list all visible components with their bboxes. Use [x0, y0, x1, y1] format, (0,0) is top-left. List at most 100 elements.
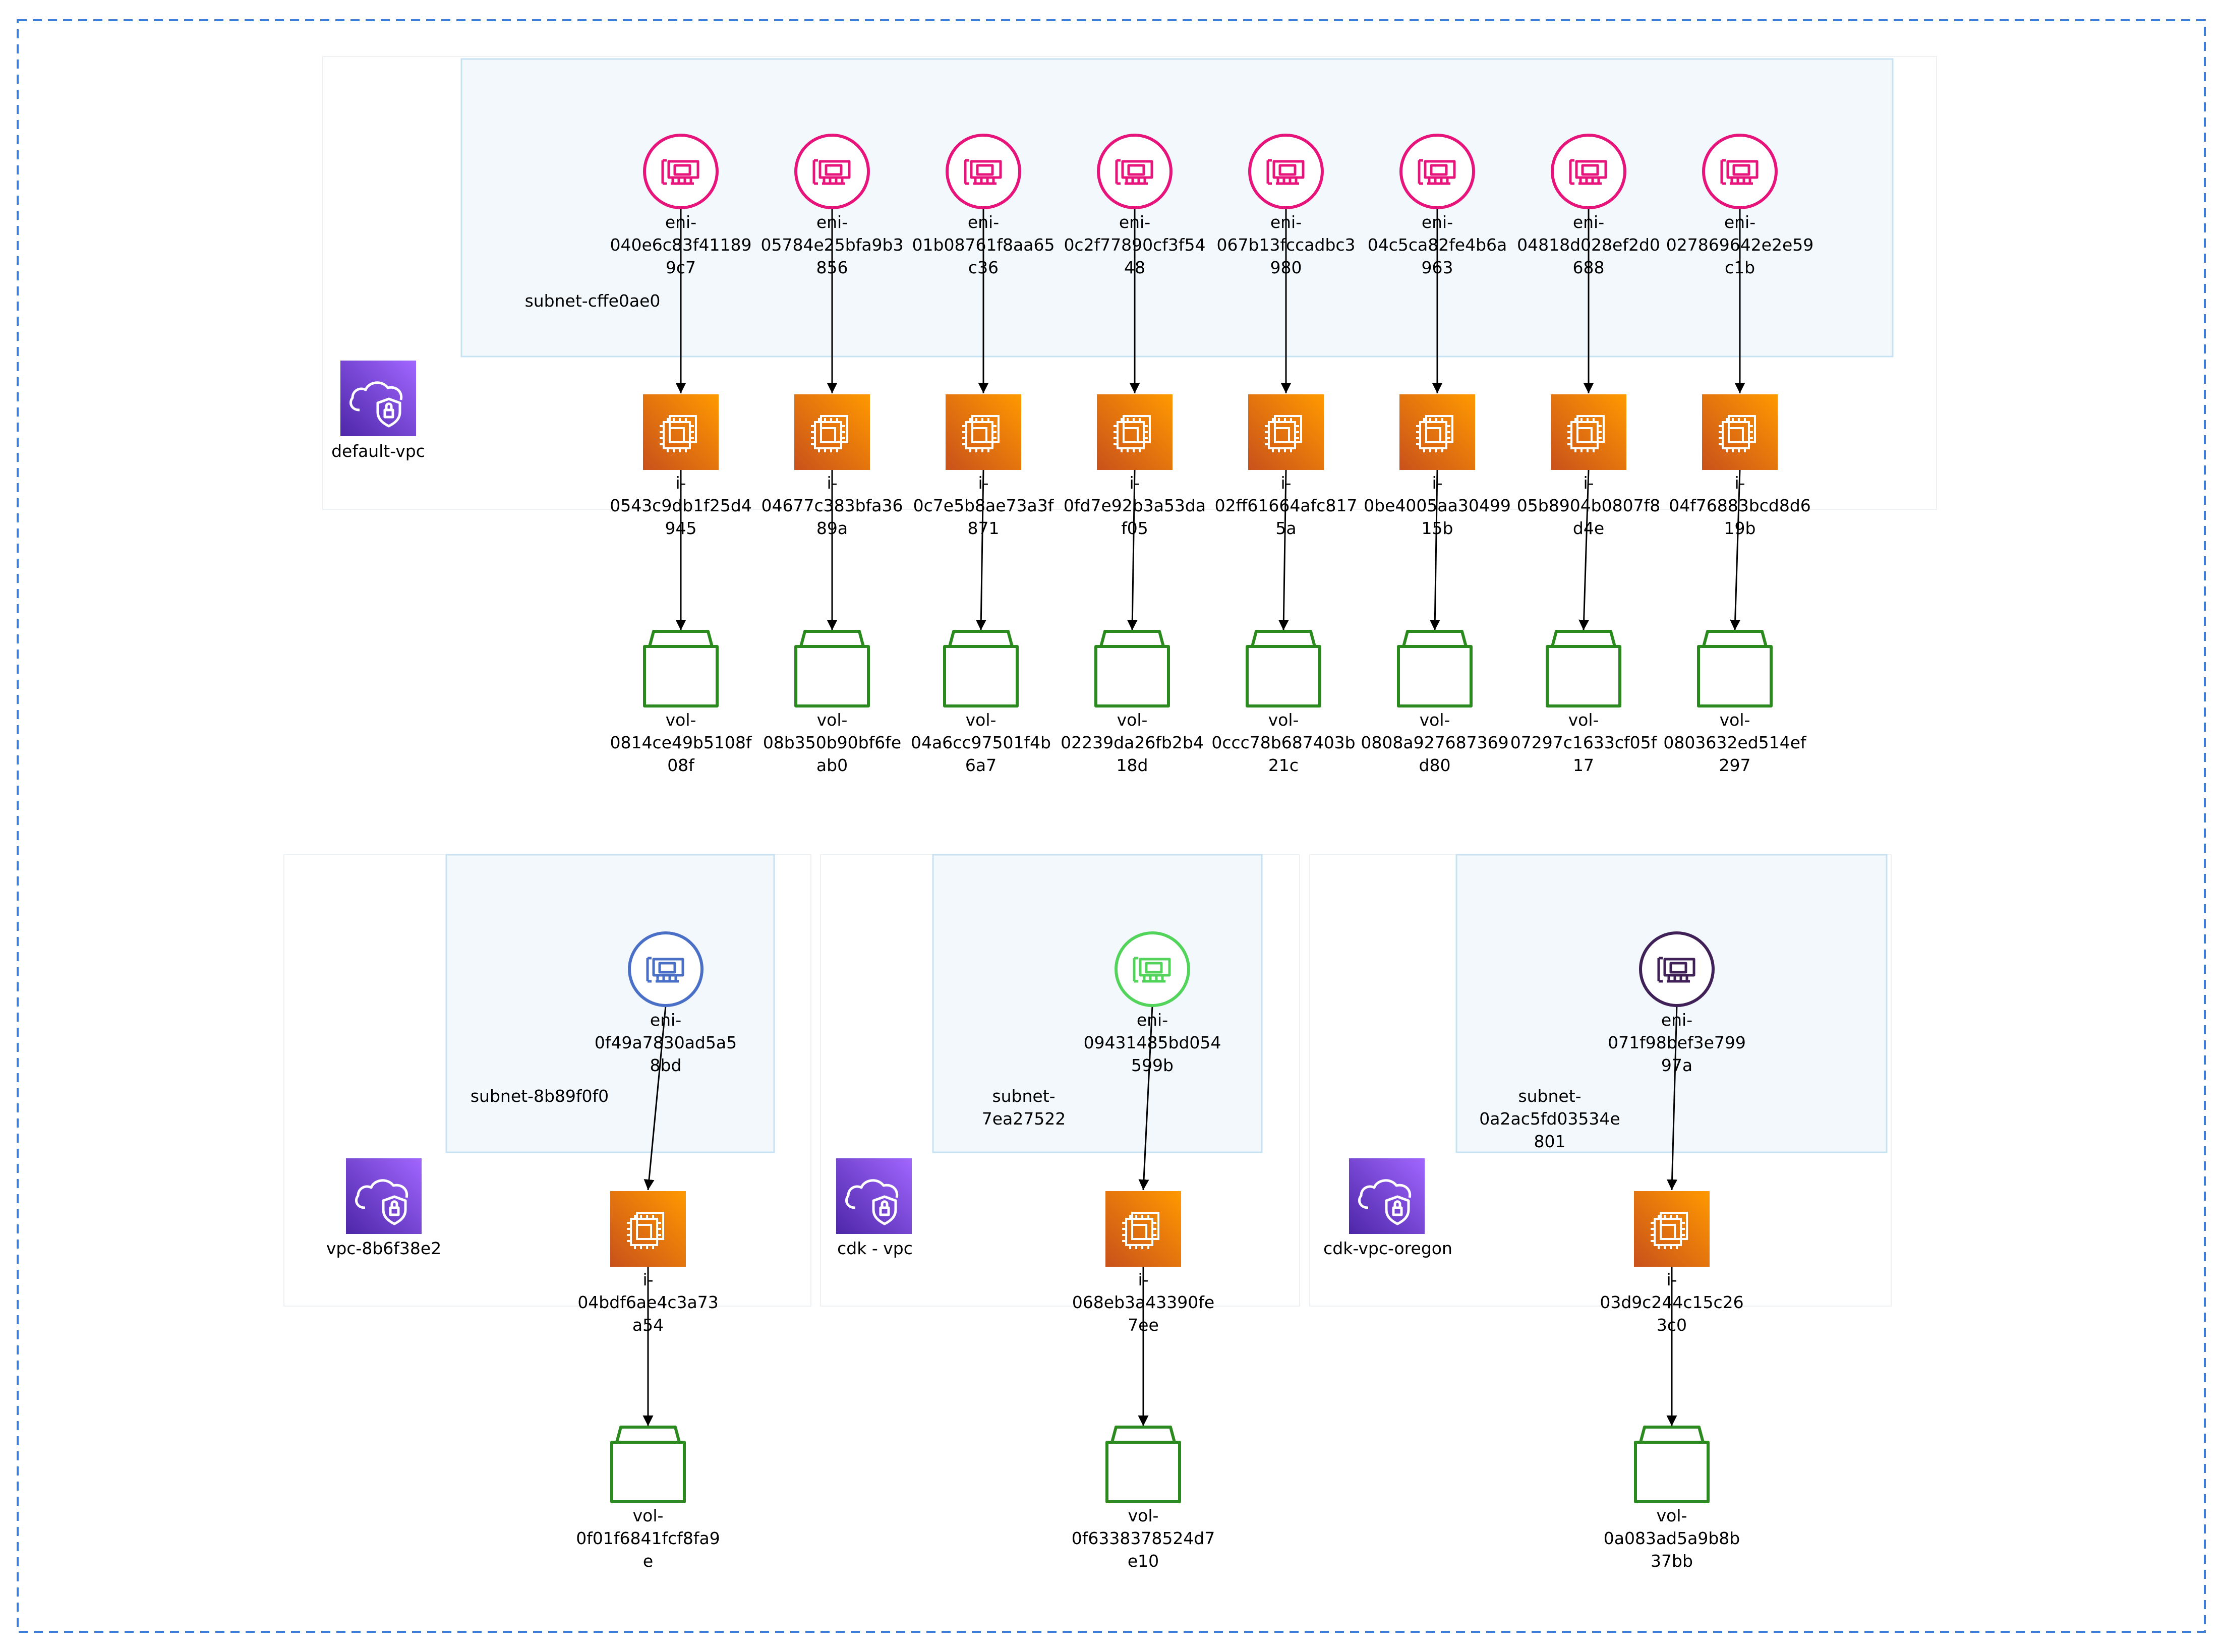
- node-label: 05784e25bfa9b3: [761, 235, 904, 255]
- network-interface-icon: [643, 134, 719, 209]
- node-label: 040e6c83f41189: [610, 235, 751, 255]
- node-label: 0f01f6841fcf8fa9: [576, 1528, 720, 1548]
- node-label: vol-: [966, 710, 997, 730]
- node-label: 0c2f77890cf3f54: [1064, 235, 1205, 255]
- ebs-volume-icon: [1105, 1426, 1181, 1503]
- resource-chains: eni-040e6c83f411899c7i-0543c9db1f25d4945…: [610, 134, 1813, 775]
- node-label: 0f6338378524d7: [1072, 1528, 1215, 1548]
- node-label: 856: [816, 258, 848, 277]
- node-label: 05b8904b0807f8: [1517, 496, 1660, 515]
- node-label: 04c5ca82fe4b6a: [1368, 235, 1507, 255]
- resource-chain: eni-04818d028ef2d0688i-05b8904b0807f8d4e…: [1510, 134, 1660, 775]
- ec2-instance-icon: [1702, 394, 1778, 470]
- node-label: eni-: [650, 1010, 681, 1030]
- ec2-instance-icon: [1097, 394, 1173, 470]
- network-interface-icon: [946, 134, 1021, 209]
- vpc-label: cdk - vpc: [837, 1238, 913, 1258]
- vpc-boundary: [322, 56, 1937, 510]
- node-label: 0803632ed514ef: [1663, 733, 1807, 752]
- connection-arrow: [1127, 469, 1138, 631]
- vpc-label: default-vpc: [331, 441, 425, 461]
- node-label: eni-: [1661, 1010, 1692, 1030]
- connection-arrow: [1138, 1005, 1153, 1191]
- vpc-icon: [340, 361, 416, 436]
- node-label: eni-: [1422, 212, 1453, 232]
- ec2-instance-icon: [1105, 1191, 1181, 1267]
- network-interface-icon: [1115, 931, 1190, 1007]
- ec2-instance-icon: [610, 1191, 686, 1267]
- node-label: i-: [1432, 473, 1442, 493]
- ec2-instance-icon: [1248, 394, 1324, 470]
- subnet-boundary: [460, 58, 1894, 358]
- resource-chains: eni-09431485bd054599bi-068eb3a43390fe7ee…: [1072, 931, 1221, 1571]
- node-label: 6a7: [965, 755, 997, 775]
- node-label: i-: [1583, 473, 1594, 493]
- node-label: 0a083ad5a9b8b: [1604, 1528, 1740, 1548]
- node-label: 0814ce49b5108f: [610, 733, 752, 752]
- node-label: 871: [968, 518, 1000, 538]
- resource-chain: eni-071f98bef3e79997ai-03d9c244c15c263c0…: [1600, 931, 1746, 1571]
- network-interface-icon: [794, 134, 870, 209]
- vpc-cloud-shield-icon: [1358, 1179, 1412, 1225]
- node-label: 08f: [667, 755, 695, 775]
- subnet-label: subnet-: [992, 1086, 1055, 1106]
- node-label: i-: [1280, 473, 1291, 493]
- node-label: f05: [1121, 518, 1148, 538]
- connection-arrow: [1278, 469, 1289, 631]
- network-interface-icon: [1639, 931, 1715, 1007]
- node-label: 09431485bd054: [1084, 1033, 1221, 1052]
- subnet-label: subnet-8b89f0f0: [471, 1086, 609, 1106]
- resource-chain: eni-01b08761f8aa65c36i-0c7e5b8ae73a3f871…: [911, 134, 1055, 775]
- node-label: 19b: [1724, 518, 1756, 538]
- node-label: eni-: [1270, 212, 1302, 232]
- node-label: i-: [1138, 1270, 1148, 1289]
- node-label: 688: [1573, 258, 1605, 277]
- connection-arrow: [643, 1005, 667, 1191]
- subnet-boundary: [445, 854, 775, 1153]
- node-label: 0543c9db1f25d4: [610, 496, 752, 515]
- resource-chain: eni-027869642e2e59c1bi-04f76883bcd8d619b…: [1663, 134, 1813, 775]
- node-label: 07297c1633cf05f: [1510, 733, 1658, 752]
- resource-chains: eni-071f98bef3e79997ai-03d9c244c15c263c0…: [1600, 931, 1746, 1571]
- node-label: i-: [1666, 1270, 1677, 1289]
- node-label: i-: [1129, 473, 1140, 493]
- ebs-volume-icon: [794, 630, 870, 707]
- node-label: 08b350b90bf6fe: [763, 733, 901, 752]
- node-label: vol-: [1568, 710, 1599, 730]
- node-label: 0f49a7830ad5a5: [595, 1033, 737, 1052]
- node-label: 37bb: [1651, 1551, 1693, 1571]
- node-label: 04818d028ef2d0: [1517, 235, 1660, 255]
- node-label: ab0: [816, 755, 848, 775]
- node-label: 0be4005aa30499: [1364, 496, 1511, 515]
- node-label: i-: [827, 473, 837, 493]
- node-label: i-: [642, 1270, 653, 1289]
- node-label: 04bdf6ae4c3a73: [577, 1292, 718, 1312]
- ebs-volume-icon: [1546, 630, 1621, 707]
- node-label: d80: [1419, 755, 1451, 775]
- subnet-boundary: [932, 854, 1263, 1153]
- node-label: eni-: [1119, 212, 1150, 232]
- node-label: eni-: [968, 212, 999, 232]
- ebs-volume-icon: [1634, 1426, 1710, 1503]
- node-label: i-: [1734, 473, 1745, 493]
- node-label: 980: [1270, 258, 1302, 277]
- node-label: 0ccc78b687403b: [1211, 733, 1355, 752]
- node-label: i-: [978, 473, 988, 493]
- node-label: vol-: [1117, 710, 1148, 730]
- node-label: vol-: [633, 1506, 664, 1525]
- node-label: eni-: [665, 212, 696, 232]
- vpc-label: vpc-8b6f38e2: [326, 1238, 441, 1258]
- vpc-label: cdk-vpc-oregon: [1323, 1238, 1452, 1258]
- node-label: 15b: [1422, 518, 1453, 538]
- node-label: 04a6cc97501f4b: [911, 733, 1051, 752]
- resource-chain: eni-040e6c83f411899c7i-0543c9db1f25d4945…: [610, 134, 752, 775]
- node-label: 3c0: [1657, 1315, 1687, 1335]
- ebs-volume-icon: [1697, 630, 1773, 707]
- resource-chains: eni-0f49a7830ad5a58bdi-04bdf6ae4c3a73a54…: [576, 931, 737, 1571]
- connection-arrow: [975, 469, 986, 631]
- node-label: 8bd: [650, 1055, 682, 1075]
- ebs-volume-icon: [643, 630, 719, 707]
- ec2-instance-icon: [643, 394, 719, 470]
- ec2-instance-icon: [946, 394, 1021, 470]
